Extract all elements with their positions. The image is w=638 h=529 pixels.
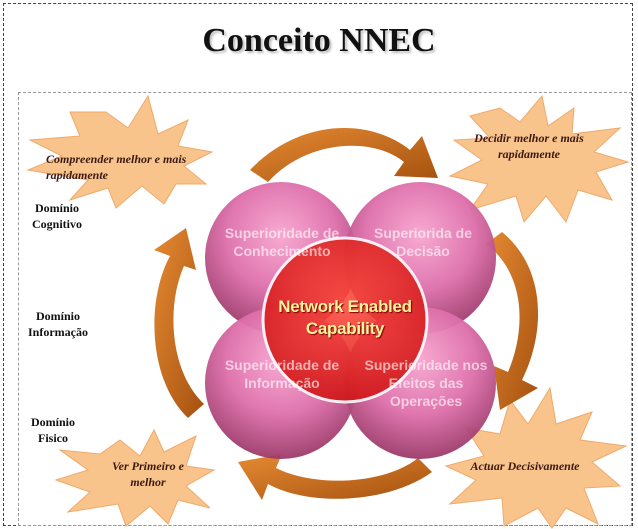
circle-label-knowledge: Superioridade de Conhecimento [224, 225, 340, 259]
burst-top-right [448, 94, 630, 224]
center-label-nec: Network Enabled Capability [278, 297, 412, 338]
circle-label-effects: Superioridade nos Efeitos das Operações [364, 357, 488, 409]
burst-bottom-left [54, 428, 216, 527]
burst-text-top-left: Compreender melhor e mais rapidamente [46, 152, 187, 182]
center-disc [261, 236, 429, 404]
arrow-bottom [238, 454, 432, 500]
label-domain-cognitive: Domínio Cognitivo [31, 201, 82, 231]
burst-bottom-right [444, 386, 628, 529]
burst-text-bottom-left: Ver Primeiro e melhor [112, 459, 184, 489]
burst-text-bottom-right: Actuar Decisivamente [470, 459, 580, 473]
burst-top-left [26, 94, 214, 209]
arrow-right [486, 232, 539, 410]
slide-title: Conceito NNEC [202, 22, 436, 59]
label-domain-physical: Domínio Fisico [30, 415, 75, 445]
arrow-left [154, 228, 204, 418]
circle-label-information: Superioridade de Informação [224, 357, 340, 391]
circle-label-decision: Superiorida de Decisão [373, 225, 473, 259]
arrow-top [250, 128, 438, 182]
inner-frame [18, 92, 632, 526]
burst-text-top-right: Decidir melhor e mais rapidamente [474, 131, 584, 161]
label-domain-information: Domínio Informação [28, 309, 88, 339]
